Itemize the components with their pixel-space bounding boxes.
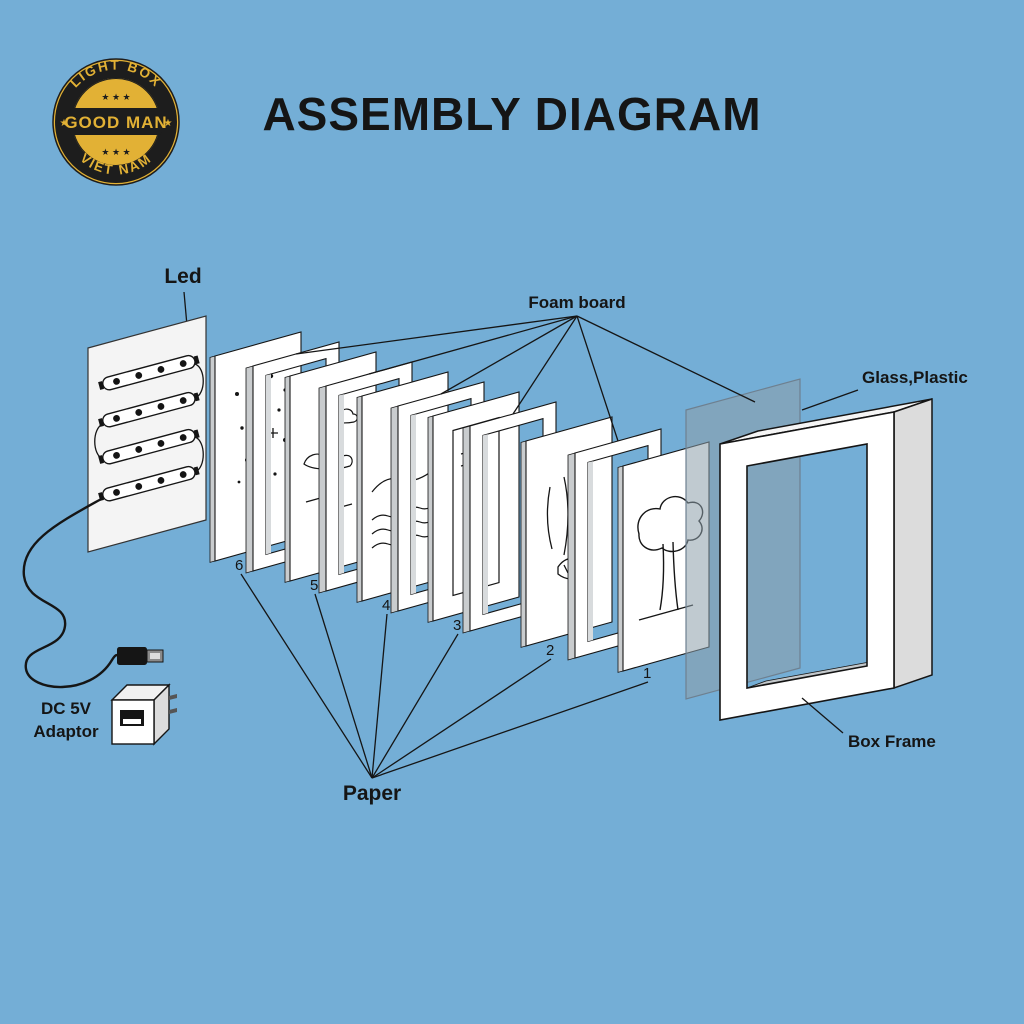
foam-board-leader-lines xyxy=(295,315,756,442)
foam-board-label: Foam board xyxy=(528,293,625,312)
box-frame-leader-line xyxy=(801,697,844,734)
led-panel xyxy=(87,315,207,553)
usb-plug-icon xyxy=(117,647,164,665)
box-frame xyxy=(719,397,933,721)
layer-number-2: 2 xyxy=(546,642,554,659)
adaptor-label-line1: DC 5V xyxy=(41,699,92,718)
glass-leader-line xyxy=(801,389,859,411)
logo-star-left-icon: ★ xyxy=(60,118,69,129)
brand-logo-icon: LIGHT BOX VIET NAM ★ ★ ★ ★ ★ ★ ★ ★ GOOD … xyxy=(52,58,180,186)
power-cable xyxy=(22,496,120,689)
page-title: ASSEMBLY DIAGRAM xyxy=(262,88,761,140)
logo-stars-top: ★ ★ ★ xyxy=(101,92,130,102)
led-strip xyxy=(98,465,200,502)
power-adaptor-icon xyxy=(110,683,177,746)
layer-number-6: 6 xyxy=(235,557,243,574)
layer-number-4: 4 xyxy=(382,597,390,614)
led-strip xyxy=(98,428,200,465)
logo-center-band xyxy=(70,108,162,135)
paper-leader-lines xyxy=(240,573,649,779)
box-frame-front-face xyxy=(719,411,895,721)
layer-number-1: 1 xyxy=(643,665,651,682)
logo-center-text: GOOD MAN xyxy=(64,113,167,132)
logo-ring-band xyxy=(55,61,177,183)
box-frame-label: Box Frame xyxy=(848,732,936,751)
paper-label: Paper xyxy=(343,782,401,805)
box-frame-right-face xyxy=(893,397,933,690)
glass-plastic-label: Glass,Plastic xyxy=(862,368,968,387)
led-strip xyxy=(98,391,200,428)
layer-number-5: 5 xyxy=(310,577,318,594)
logo-stars-bottom: ★ ★ ★ xyxy=(101,147,130,157)
adaptor-label-line2: Adaptor xyxy=(33,722,99,741)
layer-number-3: 3 xyxy=(453,617,461,634)
logo-star-right-icon: ★ xyxy=(164,118,173,129)
led-label: Led xyxy=(164,265,201,288)
